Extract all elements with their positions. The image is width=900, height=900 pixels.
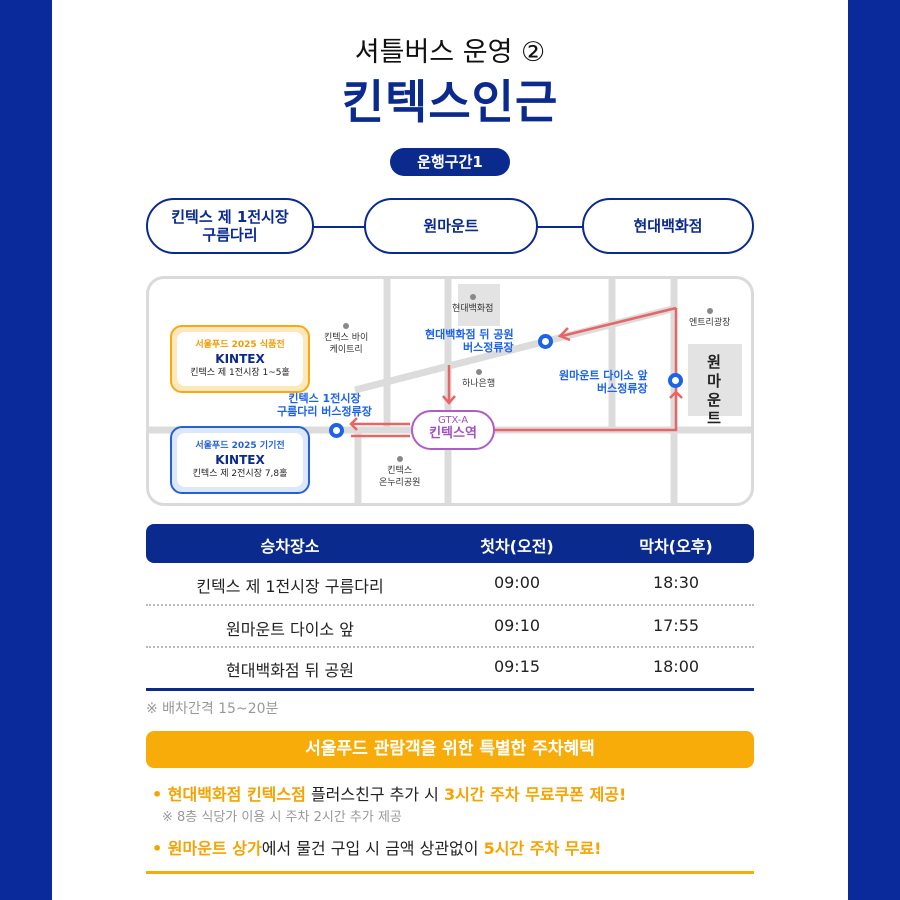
bus-stop-wonmount (668, 373, 683, 388)
exhibit-title: 서울푸드 2025 식품전 (195, 339, 285, 350)
wonmount-building (688, 344, 742, 416)
gtx-station-name: 킨텍스역 (429, 425, 477, 441)
wonmount-building-label: 원마운트 (707, 353, 721, 428)
landmark-hyundai: 현대백화점 (452, 294, 493, 316)
route-label: 킨텍스 제 1전시장 (171, 208, 289, 226)
exhibit-title: 서울푸드 2025 기기전 (195, 440, 285, 451)
exhibit-brand: KINTEX (215, 351, 265, 366)
column-header: 막차(오후) (639, 537, 713, 556)
bus-stop-hyundai (538, 334, 553, 349)
landmark-hana: 하나은행 (462, 369, 495, 391)
table-bottom-border (146, 688, 754, 691)
column-header: 승차장소 (260, 537, 320, 556)
bus-stop-kintex (329, 423, 344, 438)
left-side-bar (0, 0, 52, 900)
page-subtitle: 셔틀버스 운영 ② (354, 37, 546, 68)
map-roads (149, 279, 751, 503)
parking-banner: 서울푸드 관람객을 위한 특별한 주차혜택 (146, 731, 754, 768)
exhibit-box-food: 서울푸드 2025 식품전 KINTEX 킨텍스 제 1전시장 1~5홀 (170, 325, 310, 393)
section-badge: 운행구간1 (390, 148, 510, 176)
row-divider (146, 646, 754, 648)
table-header: 승차장소 첫차(오전) 막차(오후) (146, 524, 754, 563)
gtx-station: GTX-A 킨텍스역 (411, 410, 495, 450)
right-side-bar (848, 0, 900, 900)
exhibit-box-equipment: 서울푸드 2025 기기전 KINTEX 킨텍스 제 2전시장 7,8홀 (170, 426, 310, 494)
bottom-divider (146, 871, 754, 874)
exhibit-brand: KINTEX (215, 452, 265, 467)
landmark-entry: 엔트리광장 (689, 308, 730, 330)
column-header: 첫차(오전) (480, 537, 554, 556)
row-divider (146, 604, 754, 606)
exhibit-hall: 킨텍스 제 1전시장 1~5홀 (190, 368, 290, 379)
interval-note: ※ 배차간격 15~20분 (146, 701, 279, 717)
route-stop-wonmount: 원마운트 (364, 198, 538, 254)
parking-benefit-1: • 현대백화점 킨텍스점 플러스친구 추가 시 3시간 주차 무료쿠폰 제공! (152, 785, 627, 804)
parking-benefit-2: • 원마운트 상가에서 물건 구입 시 금액 상관없이 5시간 주차 무료! (152, 839, 602, 858)
route-label: 구름다리 (202, 226, 258, 244)
route-stop-hyundai: 현대백화점 (582, 198, 754, 254)
parking-benefit-1-note: ※ 8층 식당가 이용 시 주차 2시간 추가 제공 (162, 810, 402, 825)
route-map: 서울푸드 2025 식품전 KINTEX 킨텍스 제 1전시장 1~5홀 서울푸… (146, 276, 754, 506)
page-title: 킨텍스인근 (341, 75, 559, 129)
gtx-line: GTX-A (437, 415, 469, 426)
hyundai-building (458, 284, 500, 326)
exhibit-hall: 킨텍스 제 2전시장 7,8홀 (192, 469, 288, 480)
